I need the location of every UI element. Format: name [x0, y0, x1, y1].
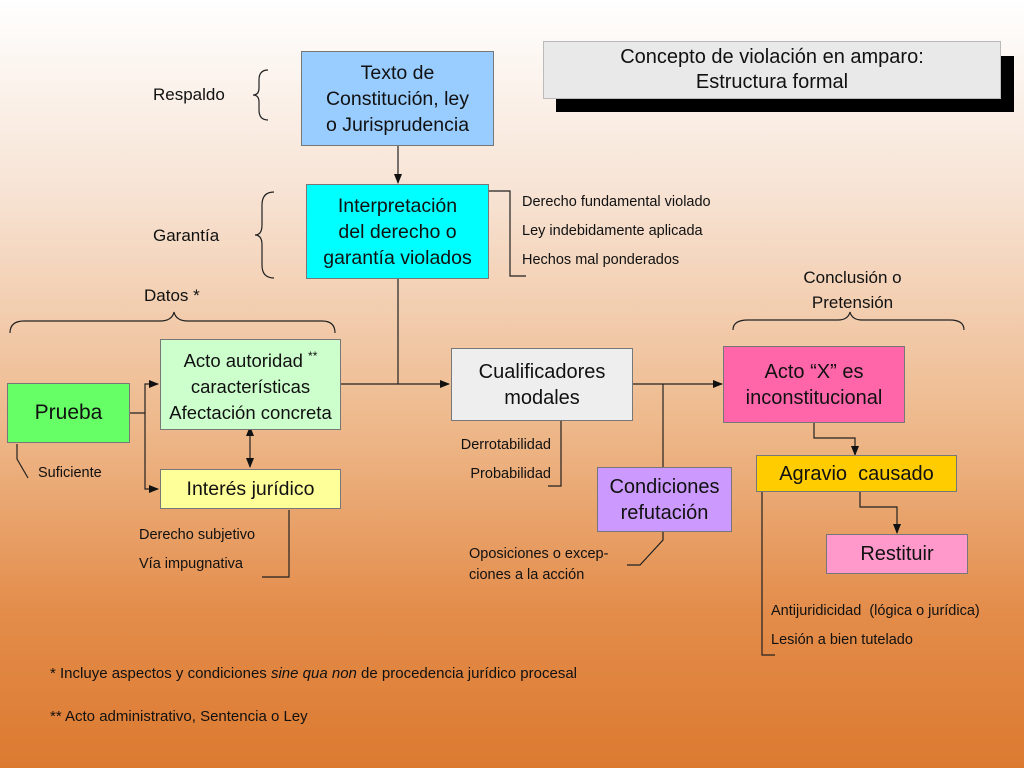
box-interes-label: Interés jurídico	[186, 478, 315, 500]
box-acto-autoridad-line-3: Afectación concreta	[169, 402, 332, 424]
box-acto-autoridad-line-2: características	[190, 376, 311, 398]
box-agravio-label: Agravio causado	[779, 462, 934, 485]
box-prueba-label: Prueba	[34, 401, 103, 424]
box-interpretacion: Interpretación del derecho o garantía vi…	[306, 184, 489, 279]
list-item: Derecho subjetivo	[139, 527, 256, 543]
label-conclusion-line-1: Conclusión o	[803, 268, 902, 287]
label-conclusion: Conclusión o Pretensión	[780, 265, 925, 315]
list-item: Antijuridicidad (lógica o jurídica)	[771, 603, 980, 619]
brace-respaldo	[252, 69, 269, 121]
title-line-1: Concepto de violación en amparo:	[620, 46, 924, 68]
list-item: Hechos mal ponderados	[522, 252, 680, 268]
box-texto-line-1: Texto de	[360, 61, 435, 84]
acto-autoridad-marker: **	[308, 348, 318, 363]
label-datos: Datos *	[144, 286, 200, 305]
label-garantia: Garantía	[153, 226, 220, 245]
diagram-title: Concepto de violación en amparo: Estruct…	[543, 41, 1001, 99]
list-interes: Derecho subjetivo Vía impugnativa	[139, 521, 255, 579]
box-acto-autoridad-line-1: Acto autoridad **	[183, 348, 318, 372]
box-acto-x: Acto “X” es inconstitucional	[723, 346, 905, 423]
footnote-1-post: de procedencia jurídico procesal	[356, 665, 578, 682]
footnote-2: ** Acto administrativo, Sentencia o Ley	[50, 708, 308, 725]
box-texto-line-2: Constitución, ley	[325, 87, 470, 110]
box-acto-autoridad: Acto autoridad ** características Afecta…	[160, 339, 341, 430]
list-condiciones: Oposiciones o excep- ciones a la acción	[469, 544, 608, 586]
list-item: Derecho fundamental violado	[522, 194, 711, 210]
box-cualificadores: Cualificadores modales	[451, 348, 633, 421]
brace-datos	[9, 311, 336, 334]
list-prueba: Suficiente	[38, 459, 102, 488]
list-item: Oposiciones o excep-	[469, 546, 609, 562]
box-cualificadores-line-2: modales	[504, 386, 580, 409]
box-acto-x-line-1: Acto “X” es	[764, 360, 864, 383]
box-acto-x-line-2: inconstitucional	[745, 386, 883, 409]
box-texto-line-3: o Jurisprudencia	[325, 113, 470, 136]
footnote-1-em: sine qua non	[270, 665, 357, 682]
box-cualificadores-line-1: Cualificadores	[478, 360, 606, 383]
footnote-1: * Incluye aspectos y condiciones sine qu…	[50, 665, 577, 682]
label-respaldo: Respaldo	[153, 85, 225, 104]
footnote-1-pre: * Incluye aspectos y condiciones	[50, 665, 271, 682]
box-restituir-label: Restituir	[860, 543, 934, 565]
box-condiciones-line-1: Condiciones	[609, 475, 720, 498]
list-interpretacion: Derecho fundamental violado Ley indebida…	[522, 188, 711, 275]
box-prueba: Prueba	[7, 383, 130, 443]
list-item: Vía impugnativa	[139, 556, 243, 572]
label-conclusion-line-2: Pretensión	[811, 293, 894, 312]
list-item: Ley indebidamente aplicada	[522, 223, 703, 239]
brace-conclusion	[732, 311, 965, 331]
list-cualificadores: Derrotabilidad Probabilidad	[446, 431, 551, 489]
list-item: ciones a la acción	[469, 567, 585, 583]
box-interes: Interés jurídico	[160, 469, 341, 509]
list-item: Lesión a bien tutelado	[771, 632, 913, 648]
box-interpretacion-line-2: del derecho o	[338, 220, 457, 243]
list-item: Probabilidad	[470, 466, 551, 482]
box-texto: Texto de Constitución, ley o Jurispruden…	[301, 51, 494, 146]
box-interpretacion-line-1: Interpretación	[337, 194, 458, 217]
list-item: Suficiente	[38, 465, 102, 481]
brace-garantia	[254, 191, 275, 279]
box-condiciones-line-2: refutación	[620, 501, 709, 524]
box-restituir: Restituir	[826, 534, 968, 574]
list-agravio: Antijuridicidad (lógica o jurídica) Lesi…	[771, 597, 980, 655]
box-condiciones: Condiciones refutación	[597, 467, 732, 532]
box-agravio: Agravio causado	[756, 455, 957, 492]
title-line-2: Estructura formal	[695, 71, 849, 93]
box-interpretacion-line-3: garantía violados	[323, 246, 472, 269]
list-item: Derrotabilidad	[460, 437, 551, 453]
